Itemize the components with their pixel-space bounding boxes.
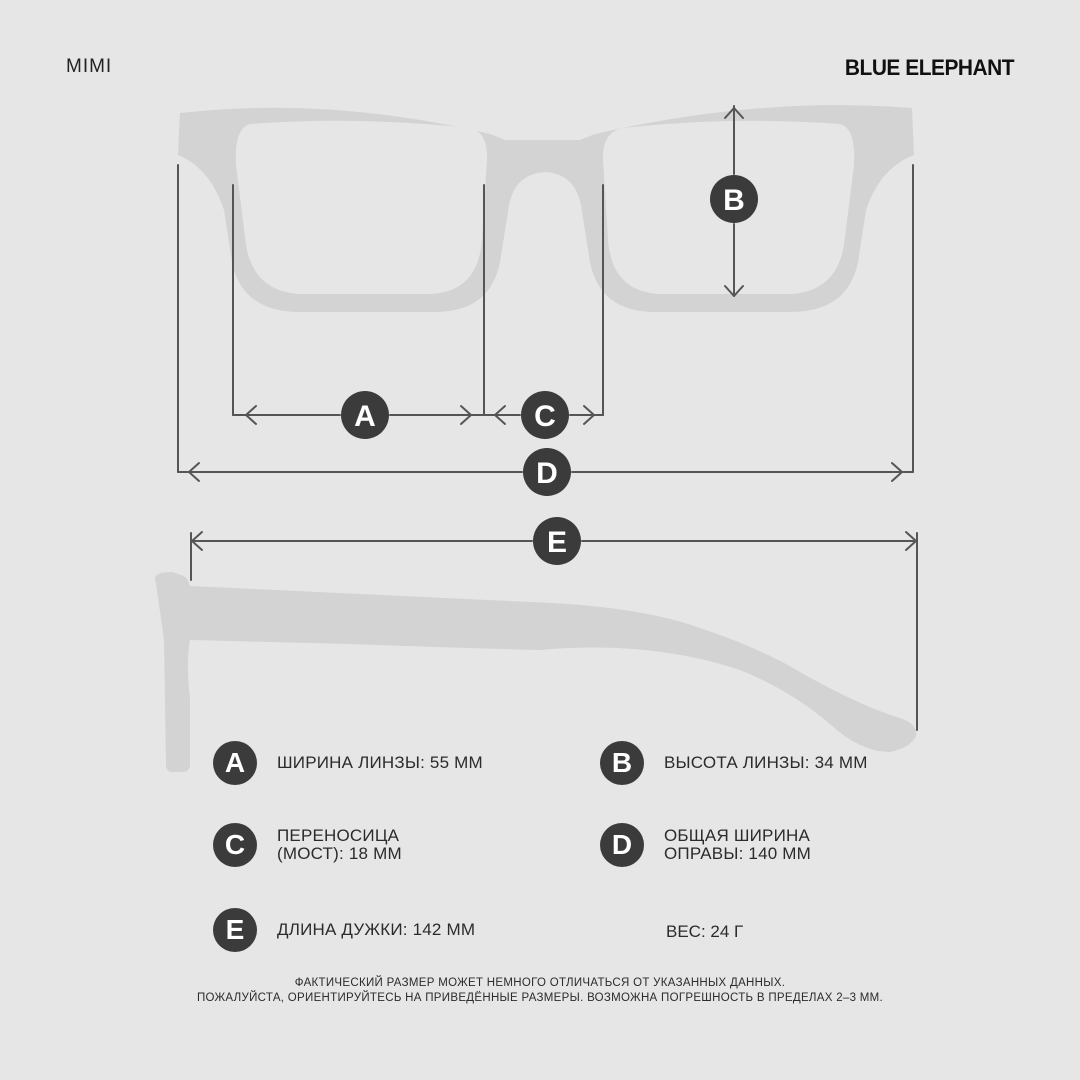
model-name: MIMI — [66, 56, 113, 77]
legend-text: ВЫСОТА ЛИНЗЫ: 34 ММ — [664, 753, 868, 772]
left-lens — [235, 120, 488, 294]
marker-d-label: D — [536, 457, 558, 490]
temple-arm — [190, 586, 917, 752]
marker-c-badge — [521, 391, 569, 439]
marker-a-label: A — [354, 400, 376, 433]
legend-item-e: E ДЛИНА ДУЖКИ: 142 ММ — [213, 908, 475, 952]
marker-b-label: B — [723, 184, 745, 217]
arrow-head — [891, 462, 903, 482]
marker-e-label: E — [547, 526, 567, 559]
legend-text: ШИРИНА ЛИНЗЫ: 55 ММ — [277, 753, 483, 772]
legend-item-c: C ПЕРЕНОСИЦА (МОСТ): 18 ММ — [213, 823, 402, 867]
legend-text: ПЕРЕНОСИЦА (МОСТ): 18 ММ — [277, 826, 402, 863]
disclaimer-line-2: ПОЖАЛУЙСТА, ОРИЕНТИРУЙТЕСЬ НА ПРИВЕДЁННЫ… — [196, 992, 884, 1004]
legend-item-d: D ОБЩАЯ ШИРИНА ОПРАВЫ: 140 ММ — [600, 823, 811, 867]
legend-badge: A — [213, 741, 257, 785]
arrow-head — [494, 405, 506, 425]
marker-b-badge — [710, 175, 758, 223]
arrow-head — [460, 405, 472, 425]
arrow-head — [905, 531, 917, 551]
arrow-head — [245, 405, 257, 425]
marker-e-badge — [533, 517, 581, 565]
disclaimer: ФАКТИЧЕСКИЙ РАЗМЕР МОЖЕТ НЕМНОГО ОТЛИЧАТ… — [0, 976, 1080, 1006]
temple-hinge — [155, 572, 191, 772]
legend-text: ДЛИНА ДУЖКИ: 142 ММ — [277, 920, 476, 939]
marker-c-label: C — [534, 400, 556, 433]
legend-item-b: B ВЫСОТА ЛИНЗЫ: 34 ММ — [600, 741, 868, 785]
legend-badge: B — [600, 741, 644, 785]
brand-logo: BLUE ELEPHANT — [844, 55, 1015, 80]
arrow-head — [724, 285, 744, 297]
weight-label: ВЕС: 24 Г — [666, 922, 744, 941]
legend-badge: E — [213, 908, 257, 952]
legend-text: ОБЩАЯ ШИРИНА ОПРАВЫ: 140 ММ — [664, 826, 812, 863]
arrow-head — [188, 462, 200, 482]
arrow-head — [724, 107, 744, 119]
disclaimer-line-1: ФАКТИЧЕСКИЙ РАЗМЕР МОЖЕТ НЕМНОГО ОТЛИЧАТ… — [294, 977, 786, 989]
legend-badge: D — [600, 823, 644, 867]
legend-item-a: A ШИРИНА ЛИНЗЫ: 55 ММ — [213, 741, 483, 785]
arrow-head — [191, 531, 203, 551]
marker-a-badge — [341, 391, 389, 439]
marker-d-badge — [523, 448, 571, 496]
legend-badge: C — [213, 823, 257, 867]
arrow-head — [583, 405, 595, 425]
